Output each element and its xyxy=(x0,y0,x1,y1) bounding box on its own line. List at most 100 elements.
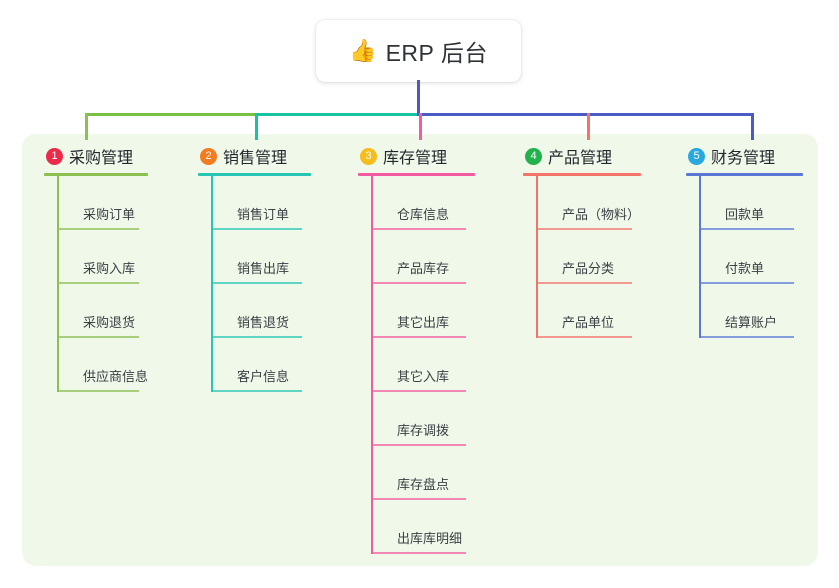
leaf-rule xyxy=(57,282,139,284)
leaf-node[interactable]: 采购订单 xyxy=(57,176,148,230)
branch-drop-3 xyxy=(419,113,422,140)
branch-items-4: 产品（物料） 产品分类产品单位 xyxy=(536,176,641,338)
trunk-green xyxy=(85,113,257,116)
leaf-node[interactable]: 销售出库 xyxy=(211,230,311,284)
branch-badge-4: 4 xyxy=(525,147,542,165)
branch-title-4: 产品管理 xyxy=(548,150,613,167)
leaf-label: 产品（物料） xyxy=(562,207,641,222)
branch-badge-3: 3 xyxy=(360,147,377,165)
leaf-rule xyxy=(211,336,302,338)
branch-column-1: 1 采购管理采购订单采购入库采购退货供应商信息 xyxy=(44,144,148,392)
trunk-teal xyxy=(255,113,419,116)
branch-title-3: 库存管理 xyxy=(383,150,448,167)
leaf-node[interactable]: 产品（物料） xyxy=(536,176,641,230)
leaf-rule xyxy=(699,336,794,338)
leaf-label: 其它出库 xyxy=(397,315,450,330)
leaf-rule xyxy=(211,228,302,230)
leaf-label: 产品库存 xyxy=(397,261,450,276)
root-node[interactable]: 👍 ERP 后台 xyxy=(316,20,521,82)
branch-drop-4 xyxy=(587,113,590,140)
leaf-node[interactable]: 库存盘点 xyxy=(371,446,475,500)
leaf-rule xyxy=(57,228,139,230)
leaf-rule xyxy=(371,282,466,284)
branch-rule-4 xyxy=(523,173,641,176)
leaf-rule xyxy=(536,336,632,338)
branch-spine-4 xyxy=(536,176,538,338)
leaf-label: 供应商信息 xyxy=(83,369,149,384)
leaf-label: 其它入库 xyxy=(397,369,450,384)
branch-title-5: 财务管理 xyxy=(711,150,776,167)
leaf-rule xyxy=(371,390,466,392)
branch-spine-2 xyxy=(211,176,213,392)
leaf-node[interactable]: 销售退货 xyxy=(211,284,311,338)
branch-column-5: 5 财务管理回款单付款单结算账户 xyxy=(686,144,803,338)
leaf-rule xyxy=(699,282,794,284)
leaf-node[interactable]: 回款单 xyxy=(699,176,803,230)
diagram-panel xyxy=(22,134,818,566)
leaf-node[interactable]: 仓库信息 xyxy=(371,176,475,230)
branch-rule-5 xyxy=(686,173,803,176)
branch-items-2: 销售订单销售出库销售退货客户信息 xyxy=(211,176,311,392)
leaf-node[interactable]: 其它出库 xyxy=(371,284,475,338)
leaf-node[interactable]: 出库库明细 xyxy=(371,500,475,554)
leaf-node[interactable]: 产品分类 xyxy=(536,230,641,284)
root-stem xyxy=(417,80,420,116)
branch-spine-1 xyxy=(57,176,59,392)
branch-badge-1: 1 xyxy=(46,147,63,165)
leaf-rule xyxy=(211,390,302,392)
leaf-label: 采购退货 xyxy=(83,315,136,330)
branch-spine-5 xyxy=(699,176,701,338)
leaf-label: 采购入库 xyxy=(83,261,136,276)
leaf-label: 付款单 xyxy=(725,261,765,276)
leaf-label: 客户信息 xyxy=(237,369,290,384)
leaf-node[interactable]: 采购入库 xyxy=(57,230,148,284)
leaf-node[interactable]: 供应商信息 xyxy=(57,338,148,392)
branch-spine-3 xyxy=(371,176,373,554)
leaf-label: 库存调拨 xyxy=(397,423,450,438)
branch-header-5[interactable]: 5 财务管理 xyxy=(686,144,803,168)
leaf-rule xyxy=(371,552,466,554)
leaf-label: 出库库明细 xyxy=(397,531,463,546)
trunk-blue xyxy=(417,113,754,116)
branch-header-4[interactable]: 4 产品管理 xyxy=(523,144,641,168)
leaf-rule xyxy=(371,444,466,446)
branch-header-2[interactable]: 2 销售管理 xyxy=(198,144,311,168)
leaf-label: 产品单位 xyxy=(562,315,615,330)
leaf-rule xyxy=(57,390,139,392)
branch-drop-1 xyxy=(85,113,88,140)
leaf-rule xyxy=(57,336,139,338)
leaf-label: 采购订单 xyxy=(83,207,136,222)
leaf-node[interactable]: 采购退货 xyxy=(57,284,148,338)
leaf-label: 回款单 xyxy=(725,207,765,222)
branch-badge-2: 2 xyxy=(200,147,217,165)
leaf-node[interactable]: 库存调拨 xyxy=(371,392,475,446)
leaf-rule xyxy=(211,282,302,284)
leaf-node[interactable]: 其它入库 xyxy=(371,338,475,392)
leaf-label: 仓库信息 xyxy=(397,207,450,222)
branch-items-5: 回款单付款单结算账户 xyxy=(699,176,803,338)
branch-header-1[interactable]: 1 采购管理 xyxy=(44,144,148,168)
branch-badge-5: 5 xyxy=(688,147,705,165)
branch-rule-2 xyxy=(198,173,311,176)
leaf-rule xyxy=(699,228,794,230)
leaf-node[interactable]: 付款单 xyxy=(699,230,803,284)
branch-title-2: 销售管理 xyxy=(223,150,288,167)
root-title: ERP 后台 xyxy=(385,40,488,66)
leaf-node[interactable]: 产品单位 xyxy=(536,284,641,338)
leaf-rule xyxy=(371,498,466,500)
leaf-node[interactable]: 客户信息 xyxy=(211,338,311,392)
thumbs-up-icon: 👍 xyxy=(349,38,377,63)
leaf-label: 销售退货 xyxy=(237,315,290,330)
branch-column-3: 3 库存管理仓库信息产品库存其它出库其它入库库存调拨库存盘点出库库明细 xyxy=(358,144,475,554)
leaf-rule xyxy=(536,228,632,230)
leaf-label: 产品分类 xyxy=(562,261,615,276)
leaf-node[interactable]: 结算账户 xyxy=(699,284,803,338)
leaf-node[interactable]: 销售订单 xyxy=(211,176,311,230)
leaf-label: 结算账户 xyxy=(725,315,778,330)
branch-column-4: 4 产品管理产品（物料） 产品分类产品单位 xyxy=(523,144,641,338)
leaf-rule xyxy=(371,228,466,230)
leaf-rule xyxy=(536,282,632,284)
branch-header-3[interactable]: 3 库存管理 xyxy=(358,144,475,168)
leaf-node[interactable]: 产品库存 xyxy=(371,230,475,284)
branch-title-1: 采购管理 xyxy=(69,150,134,167)
